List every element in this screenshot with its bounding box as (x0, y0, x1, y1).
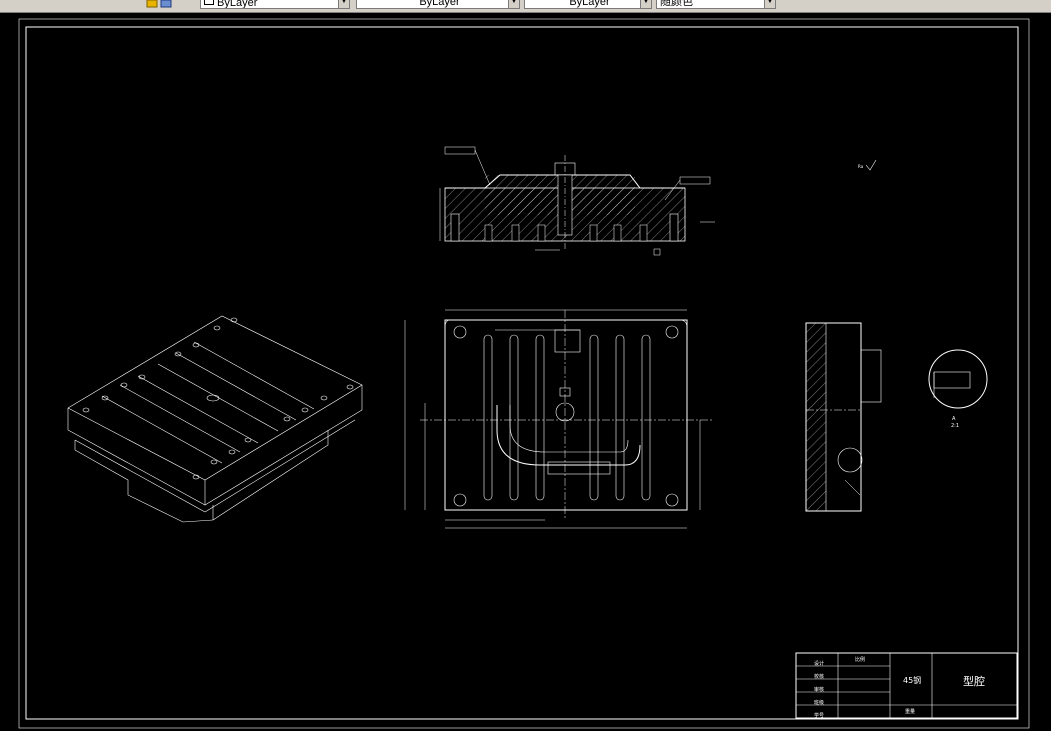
label-review: 审核 (814, 687, 825, 693)
weight-text: 重量 (905, 709, 916, 715)
chevron-down-icon[interactable]: ▼ (640, 0, 651, 8)
color-swatch-icon (204, 0, 214, 5)
label-check: 校核 (814, 674, 825, 680)
chevron-down-icon[interactable]: ▼ (338, 0, 349, 8)
detail-view: A 2:1 (928, 349, 988, 429)
part-name-text: 型腔 (963, 675, 985, 688)
outer-border (18, 18, 1030, 729)
material-text: 45钢 (903, 676, 922, 685)
lineweight-combo-value: ByLayer (569, 0, 610, 8)
chevron-down-icon[interactable]: ▼ (764, 0, 775, 8)
drawing-canvas[interactable]: A 2:1 Ra 设计 校核 审核 班级 学号 45钢 型腔 比例 重量 (0, 13, 1051, 731)
chevron-down-icon[interactable]: ▼ (508, 0, 519, 8)
color-combo[interactable]: ByLayer ▼ (200, 0, 350, 9)
linetype-combo[interactable]: ByLayer ▼ (356, 0, 520, 9)
svg-text:A: A (952, 416, 956, 422)
plan-view (404, 309, 712, 529)
plotstyle-combo-value: 随颜色 (660, 0, 693, 8)
cad-drawing[interactable]: A 2:1 Ra (0, 13, 1051, 731)
inner-border (25, 26, 1019, 720)
lineweight-combo[interactable]: ByLayer ▼ (524, 0, 652, 9)
scale-text: 比例 (855, 657, 866, 663)
isometric-view (67, 315, 363, 523)
section-view (439, 146, 715, 256)
color-combo-value: ByLayer (217, 0, 258, 9)
side-view (805, 322, 882, 512)
title-block (795, 652, 1018, 719)
roughness-symbol-icon: Ra (858, 159, 877, 171)
svg-text:2:1: 2:1 (951, 423, 959, 429)
plotstyle-combo[interactable]: 随颜色 ▼ (656, 0, 776, 9)
label-class: 班级 (814, 700, 825, 706)
label-number: 学号 (814, 713, 825, 719)
layer-tools-icon[interactable] (145, 0, 172, 8)
title-block-labels: 设计 校核 审核 班级 学号 (814, 658, 824, 723)
linetype-combo-value: ByLayer (419, 0, 460, 8)
svg-text:Ra: Ra (858, 164, 864, 169)
properties-toolbar: ByLayer ▼ ByLayer ▼ ByLayer ▼ 随颜色 ▼ (0, 0, 1051, 13)
label-design: 设计 (814, 661, 825, 667)
